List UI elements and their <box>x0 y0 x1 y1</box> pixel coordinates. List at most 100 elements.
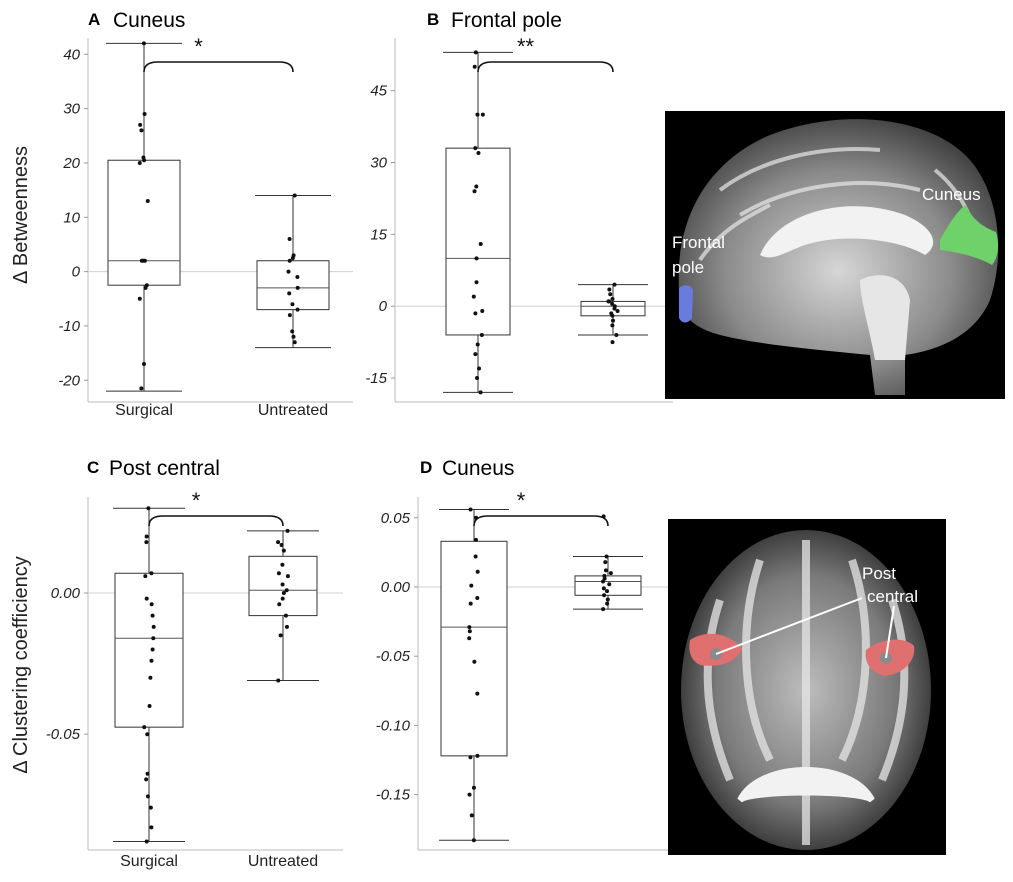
data-point-d-untreated <box>604 554 609 559</box>
data-point-c-untreated <box>285 528 290 533</box>
sagittal-brain-image: Cuneus Frontal pole <box>665 111 1005 399</box>
data-point-d-untreated <box>605 601 610 606</box>
data-point-c-surgical <box>145 732 150 737</box>
data-point-a-surgical <box>145 198 150 203</box>
data-point-c-untreated <box>276 540 281 545</box>
box-a-untreated <box>256 260 330 311</box>
data-point-c-untreated <box>285 574 290 579</box>
data-point-d-untreated <box>602 593 607 598</box>
data-point-d-untreated <box>601 579 606 584</box>
data-point-c-surgical <box>149 658 154 663</box>
data-point-d-surgical <box>475 569 480 574</box>
data-point-a-untreated <box>290 302 295 307</box>
category-label-a-untreated: Untreated <box>258 402 328 419</box>
y-tick-label-b: -15 <box>365 370 387 387</box>
data-point-c-untreated <box>277 602 282 607</box>
data-point-a-surgical <box>141 41 146 46</box>
data-point-c-untreated <box>280 562 285 567</box>
data-point-b-untreated <box>607 287 612 292</box>
data-point-a-surgical <box>137 160 142 165</box>
data-point-d-untreated <box>608 571 613 576</box>
data-point-a-surgical <box>139 386 144 391</box>
data-point-d-untreated <box>601 586 606 591</box>
post-central-brain-label-line2: central <box>867 587 918 606</box>
data-point-d-surgical <box>471 838 476 843</box>
data-point-b-untreated <box>608 292 613 297</box>
data-point-d-surgical <box>472 659 477 664</box>
data-point-d-surgical <box>467 629 472 634</box>
y-axis-label-top: Δ Betweenness <box>10 146 32 284</box>
data-point-b-surgical <box>473 50 478 55</box>
white-matter-tracts <box>703 540 909 845</box>
data-point-b-surgical <box>473 311 478 316</box>
panel-d-title: Cuneus <box>442 457 514 480</box>
data-point-c-untreated <box>276 571 281 576</box>
data-point-a-untreated <box>291 334 296 339</box>
data-point-b-surgical <box>475 112 480 117</box>
significance-stars-b: ** <box>517 34 535 59</box>
y-tick-label-c: -0.05 <box>46 726 81 743</box>
data-point-c-untreated <box>283 613 288 618</box>
data-point-b-untreated <box>612 306 617 311</box>
data-point-c-untreated <box>280 596 285 601</box>
data-point-b-surgical <box>471 294 476 299</box>
data-point-a-surgical <box>141 361 146 366</box>
data-point-a-surgical <box>137 296 142 301</box>
data-point-b-untreated <box>610 323 615 328</box>
data-point-d-untreated <box>605 589 610 594</box>
cuneus-brain-label: Cuneus <box>922 185 981 204</box>
data-point-c-untreated <box>280 582 285 587</box>
post-central-brain-label-line1: Post <box>862 564 896 583</box>
brainstem <box>860 275 910 360</box>
data-point-c-surgical <box>149 825 154 830</box>
data-point-c-surgical <box>148 675 153 680</box>
panel-b-letter: B <box>427 10 439 29</box>
splenium <box>737 767 875 803</box>
data-point-c-surgical <box>149 571 154 576</box>
data-point-c-surgical <box>145 794 150 799</box>
data-point-d-surgical <box>469 813 474 818</box>
y-tick-label-d: 0.00 <box>381 579 411 596</box>
panel-d-letter: D <box>420 458 432 477</box>
box-d-surgical <box>440 540 508 757</box>
data-point-c-surgical <box>144 596 149 601</box>
y-tick-label-d: -0.10 <box>376 717 411 734</box>
data-point-c-surgical <box>143 574 148 579</box>
data-point-b-surgical <box>477 366 482 371</box>
gyri-lines <box>698 147 980 262</box>
data-point-d-surgical <box>473 554 478 559</box>
data-point-d-surgical <box>469 583 474 588</box>
data-point-c-surgical <box>144 540 149 545</box>
panel-c-title: Post central <box>109 457 220 480</box>
pointer-line-right <box>885 605 895 659</box>
y-tick-label-d: -0.05 <box>376 648 411 665</box>
y-tick-label-a: 30 <box>63 101 80 118</box>
y-tick-label-b: 0 <box>379 298 388 315</box>
data-point-b-surgical <box>472 64 477 69</box>
data-point-d-surgical <box>475 753 480 758</box>
data-point-b-untreated <box>610 301 615 306</box>
data-point-a-surgical <box>138 122 143 127</box>
data-point-d-untreated <box>607 582 612 587</box>
data-point-a-untreated <box>286 269 291 274</box>
data-point-c-untreated <box>284 624 289 629</box>
data-point-c-surgical <box>148 805 153 810</box>
data-point-b-untreated <box>612 282 617 287</box>
y-tick-label-a: 40 <box>63 46 80 63</box>
data-point-d-surgical <box>475 596 480 601</box>
data-point-b-untreated <box>610 340 615 345</box>
frontal-pole-brain-label-line2: pole <box>672 258 704 277</box>
y-tick-label-d: -0.15 <box>376 787 411 804</box>
data-point-b-surgical <box>473 146 478 151</box>
data-point-b-surgical <box>478 390 483 395</box>
data-point-a-surgical <box>143 285 148 290</box>
data-point-d-surgical <box>473 537 478 542</box>
data-point-b-surgical <box>479 332 484 337</box>
data-point-c-untreated <box>284 588 289 593</box>
data-point-a-untreated <box>287 313 292 318</box>
pointer-line-left <box>715 597 863 655</box>
y-tick-label-a: 0 <box>72 264 81 281</box>
data-point-c-surgical <box>144 839 149 844</box>
